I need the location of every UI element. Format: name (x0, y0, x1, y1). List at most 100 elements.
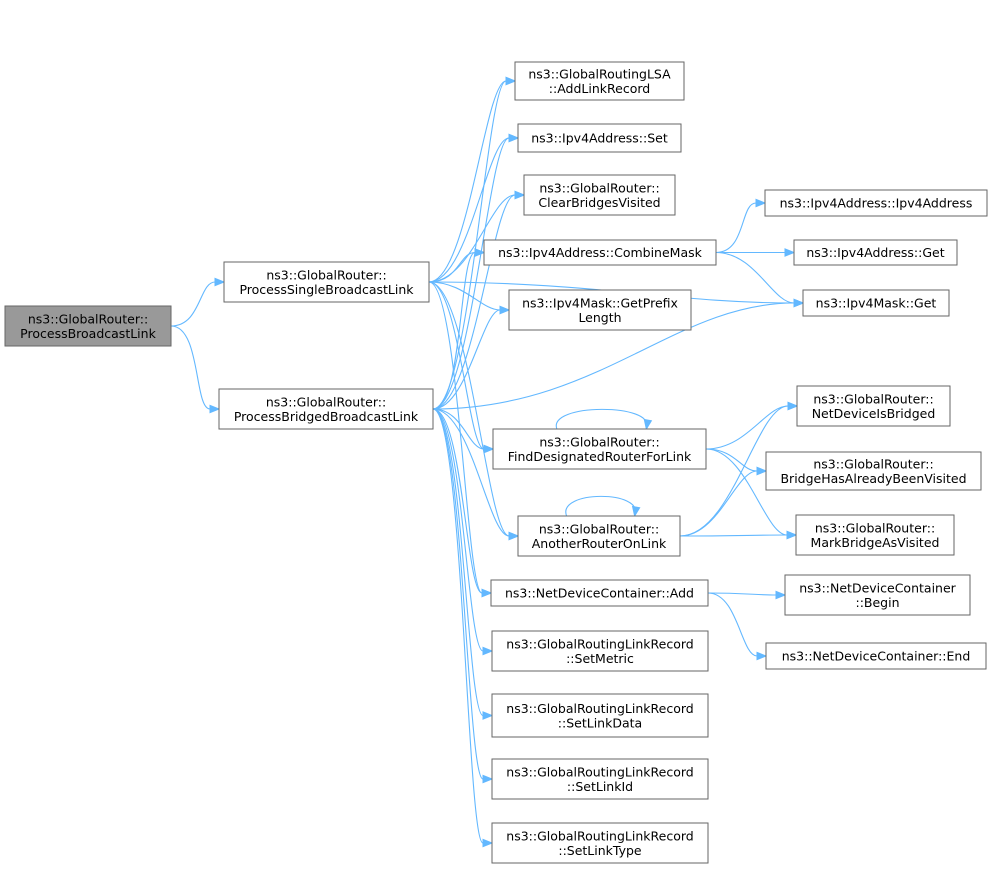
node-process-single-broadcast-link[interactable]: ns3::GlobalRouter::ProcessSingleBroadcas… (223, 261, 430, 303)
node-box (491, 758, 709, 800)
node-box (491, 822, 709, 864)
edge-process-bridged-broadcast-link-to-netdevicecontainer-add (432, 408, 493, 598)
edge-arrowhead (775, 590, 787, 600)
edge-line (432, 408, 485, 450)
edge-arrowhead (499, 305, 511, 315)
edge-line (428, 137, 510, 283)
edge-line (432, 251, 476, 410)
node-ipv4address-get[interactable]: ns3::Ipv4Address::Get (793, 239, 958, 266)
edge-line (428, 194, 516, 283)
node-set-metric[interactable]: ns3::GlobalRoutingLinkRecord::SetMetric (491, 630, 709, 672)
edge-arrowhead (793, 298, 805, 308)
edge-line (428, 281, 483, 594)
node-box (491, 693, 709, 738)
edge-line (170, 325, 211, 410)
node-another-router-on-link[interactable]: ns3::GlobalRouter::AnotherRouterOnLink (517, 515, 681, 557)
node-box (523, 174, 676, 216)
edge-line (432, 194, 516, 410)
edge-arrowhead (787, 401, 799, 411)
node-box (218, 388, 434, 430)
node-label: AnotherRouterOnLink (532, 536, 667, 551)
edge-find-designated-router-to-net-device-is-bridged (705, 401, 799, 450)
edge-combine-mask-to-ipv4address-ctor (715, 198, 767, 254)
edge-arrowhead (482, 774, 494, 784)
node-label: ClearBridgesVisited (538, 195, 660, 210)
node-label: NetDeviceIsBridged (812, 406, 936, 421)
node-label: ns3::Ipv4Mask::Get (816, 296, 937, 311)
node-box (517, 123, 682, 153)
edge-arrowhead (505, 76, 517, 86)
edge-process-bridged-broadcast-link-to-set-link-id (432, 408, 494, 784)
edge-arrowhead (474, 248, 486, 257)
node-label: ::SetMetric (566, 651, 634, 666)
node-mark-bridge-as-visited[interactable]: ns3::GlobalRouter::MarkBridgeAsVisited (795, 514, 955, 556)
node-box (765, 451, 982, 491)
node-box (514, 61, 685, 101)
node-box (784, 574, 971, 616)
node-label: ProcessSingleBroadcastLink (239, 282, 414, 297)
edge-arrowhead (482, 838, 494, 848)
node-box (483, 239, 717, 266)
node-box (490, 579, 709, 607)
node-netdevicecontainer-begin[interactable]: ns3::NetDeviceContainer::Begin (784, 574, 971, 616)
node-bridge-has-already-been-visited[interactable]: ns3::GlobalRouter::BridgeHasAlreadyBeenV… (765, 451, 982, 491)
edge-arrowhead (756, 651, 768, 661)
node-label: ns3::Ipv4Address::CombineMask (498, 245, 703, 260)
edge-line (707, 592, 777, 596)
node-find-designated-router[interactable]: ns3::GlobalRouter::FindDesignatedRouterF… (492, 428, 707, 470)
edge-line (428, 281, 485, 450)
edge-line (428, 281, 501, 311)
edge-process-bridged-broadcast-link-to-ipv4address-set (432, 133, 520, 410)
edge-arrowhead (209, 404, 221, 414)
node-label: ::AddLinkRecord (549, 81, 650, 96)
edge-process-bridged-broadcast-link-to-set-metric (432, 408, 494, 656)
node-set-link-type[interactable]: ns3::GlobalRoutingLinkRecord::SetLinkTyp… (491, 822, 709, 864)
edge-line (705, 405, 789, 450)
node-box (793, 239, 958, 266)
node-box (795, 514, 955, 556)
node-label: ns3::NetDeviceContainer (799, 580, 956, 595)
node-add-link-record[interactable]: ns3::GlobalRoutingLSA::AddLinkRecord (514, 61, 685, 101)
edge-process-bridged-broadcast-link-to-set-link-data (432, 408, 494, 720)
node-clear-bridges-visited[interactable]: ns3::GlobalRouter::ClearBridgesVisited (523, 174, 676, 216)
node-ipv4address-ctor[interactable]: ns3::Ipv4Address::Ipv4Address (764, 189, 988, 217)
edge-line (432, 408, 483, 594)
node-label: ProcessBroadcastLink (20, 326, 156, 341)
node-box (796, 385, 951, 427)
node-label: ns3::Ipv4Address::Set (531, 131, 668, 146)
call-nodes: ns3::GlobalRouter::ProcessBroadcastLinkn… (4, 61, 988, 864)
node-label: Length (578, 310, 621, 325)
node-label: ns3::GlobalRouter:: (266, 267, 386, 282)
edge-arrowhead (508, 531, 520, 541)
edge-line (432, 408, 484, 844)
edge-line (679, 470, 758, 537)
edge-arrowhead (483, 444, 495, 454)
node-box (508, 289, 692, 331)
edge-arrowhead (784, 248, 796, 257)
node-label: ns3::GlobalRoutingLinkRecord (506, 764, 693, 779)
node-netdevicecontainer-add[interactable]: ns3::NetDeviceContainer::Add (490, 579, 709, 607)
node-set-link-data[interactable]: ns3::GlobalRoutingLinkRecord::SetLinkDat… (491, 693, 709, 738)
edge-arrowhead (756, 466, 768, 476)
edge-combine-mask-to-ipv4address-get (716, 248, 796, 257)
edge-process-bridged-broadcast-link-to-clear-bridges-visited (432, 190, 526, 410)
node-netdevicecontainer-end[interactable]: ns3::NetDeviceContainer::End (765, 642, 987, 670)
node-process-bridged-broadcast-link[interactable]: ns3::GlobalRouter::ProcessBridgedBroadca… (218, 388, 434, 430)
edge-line (715, 251, 795, 304)
node-label: FindDesignatedRouterForLink (508, 449, 692, 464)
edge-another-router-on-link-to-mark-bridge-as-visited (679, 530, 798, 540)
node-ipv4mask-get[interactable]: ns3::Ipv4Mask::Get (802, 289, 950, 317)
node-ipv4address-set[interactable]: ns3::Ipv4Address::Set (517, 123, 682, 153)
edge-line (432, 80, 507, 410)
edge-line (428, 80, 507, 283)
edge-line (565, 495, 636, 517)
node-net-device-is-bridged[interactable]: ns3::GlobalRouter::NetDeviceIsBridged (796, 385, 951, 427)
node-label: ns3::NetDeviceContainer::Add (505, 586, 694, 601)
edge-process-bridged-broadcast-link-to-combine-mask (432, 248, 486, 410)
node-set-link-id[interactable]: ns3::GlobalRoutingLinkRecord::SetLinkId (491, 758, 709, 800)
node-combine-mask[interactable]: ns3::Ipv4Address::CombineMask (483, 239, 717, 266)
edge-combine-mask-to-ipv4mask-get (715, 251, 805, 308)
node-label: ns3::GlobalRouter:: (539, 434, 659, 449)
edge-line (705, 448, 788, 536)
